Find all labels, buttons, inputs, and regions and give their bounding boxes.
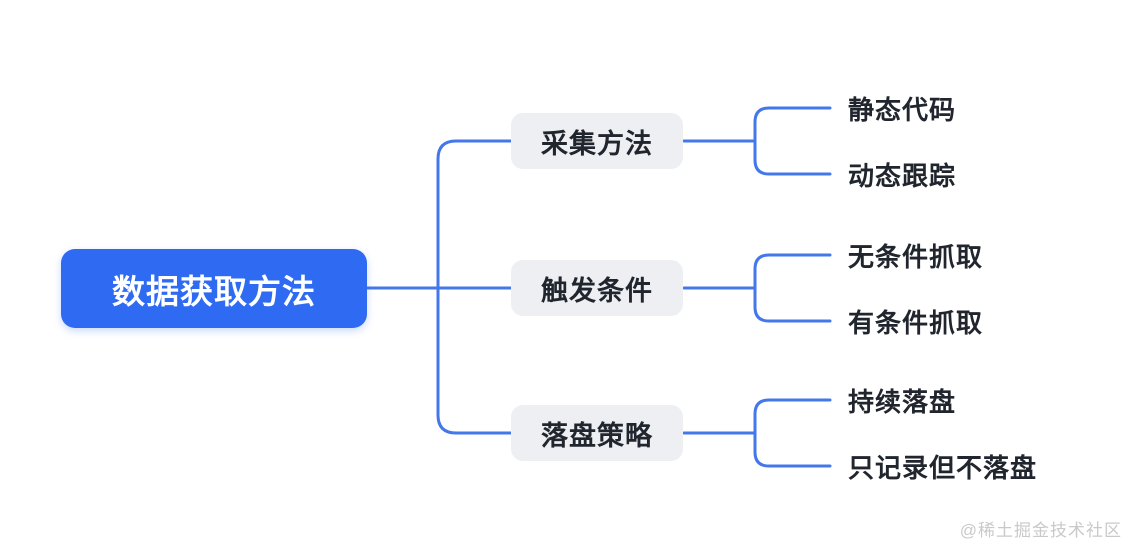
leaf-node-label: 无条件抓取 bbox=[848, 241, 984, 272]
leaf-node-unconditional-capture[interactable]: 无条件抓取 bbox=[848, 235, 983, 275]
leaf-node-label: 有条件抓取 bbox=[848, 307, 984, 338]
branch-node-flush-strategy[interactable]: 落盘策略 bbox=[511, 405, 683, 461]
leaf-node-continuous-flush[interactable]: 持续落盘 bbox=[848, 380, 956, 420]
root-node-label: 数据获取方法 bbox=[112, 272, 316, 310]
branch-node-collection-method[interactable]: 采集方法 bbox=[511, 113, 683, 169]
leaf-node-record-only-no-flush[interactable]: 只记录但不落盘 bbox=[848, 446, 1037, 486]
watermark: @稀土掘金技术社区 bbox=[959, 521, 1122, 540]
connector-branch3-fork bbox=[753, 398, 832, 468]
leaf-node-label: 持续落盘 bbox=[848, 386, 957, 417]
branch-node-label: 采集方法 bbox=[541, 128, 653, 159]
root-node[interactable]: 数据获取方法 bbox=[61, 249, 367, 328]
leaf-node-static-code[interactable]: 静态代码 bbox=[848, 88, 956, 128]
branch-node-label: 落盘策略 bbox=[541, 420, 653, 451]
connector-branch1-fork bbox=[753, 106, 832, 176]
leaf-node-dynamic-trace[interactable]: 动态跟踪 bbox=[848, 154, 956, 194]
leaf-node-conditional-capture[interactable]: 有条件抓取 bbox=[848, 301, 983, 341]
leaf-node-label: 动态跟踪 bbox=[848, 160, 957, 191]
connector-trunk bbox=[436, 139, 513, 435]
branch-node-trigger-condition[interactable]: 触发条件 bbox=[511, 260, 683, 316]
branch-node-label: 触发条件 bbox=[541, 275, 653, 306]
connector-branch2-fork bbox=[753, 253, 832, 323]
leaf-node-label: 静态代码 bbox=[848, 94, 957, 125]
leaf-node-label: 只记录但不落盘 bbox=[848, 452, 1038, 483]
